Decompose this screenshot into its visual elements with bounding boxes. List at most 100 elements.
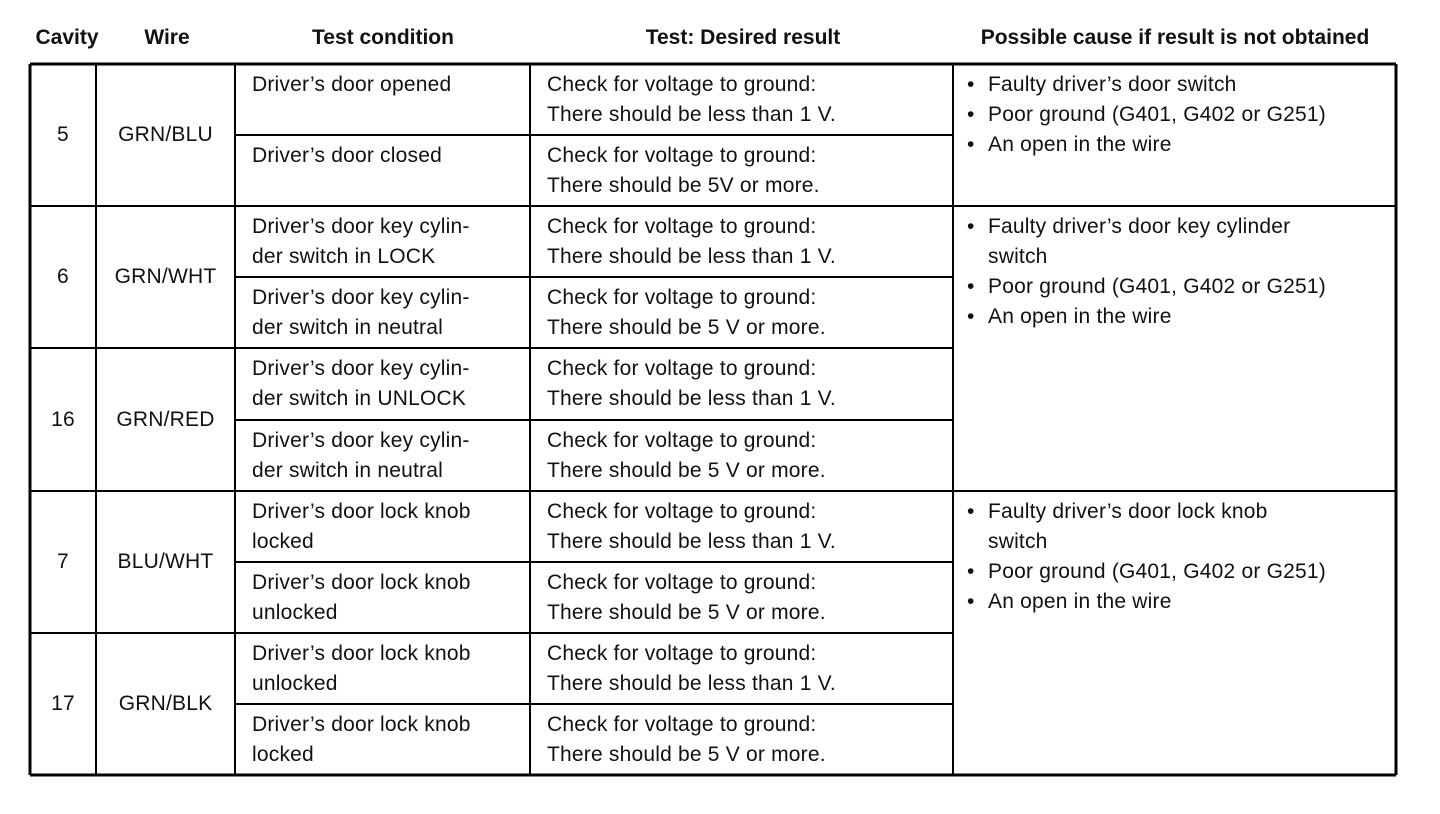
wire-cell: GRN/BLK [118, 692, 213, 715]
header-possible-cause: Possible cause if result is not obtained [980, 26, 1370, 49]
condition-line: Driver’s door opened [252, 73, 452, 96]
bullet: • [967, 73, 975, 96]
condition-line: der switch in neutral [252, 316, 443, 339]
test-condition-cell: Driver’s door lock knob locked [235, 491, 530, 562]
bullet: • [967, 560, 975, 583]
possible-cause-cell: • Faulty driver’s door switch • Poor gro… [953, 64, 1396, 206]
result-line: There should be less than 1 V. [547, 530, 836, 553]
header-wire: Wire [144, 26, 190, 49]
bullet: • [967, 500, 975, 523]
cavity-cell: 16 [51, 407, 75, 431]
result-line: There should be less than 1 V. [547, 103, 836, 126]
condition-line: Driver’s door key cylin- [252, 429, 470, 452]
result-line: Check for voltage to ground: [547, 215, 817, 238]
condition-line: Driver’s door lock knob [252, 571, 471, 594]
cavity-cell: 17 [51, 692, 75, 715]
condition-line: der switch in LOCK [252, 245, 436, 268]
cause-line: Faulty driver’s door switch [988, 73, 1237, 96]
result-line: There should be less than 1 V. [547, 387, 836, 410]
cavity-cell: 7 [57, 550, 69, 573]
condition-line: Driver’s door lock knob [252, 642, 471, 665]
wire-cell: BLU/WHT [117, 550, 214, 573]
possible-cause-cell: • Faulty driver’s door lock knob switch … [953, 491, 1396, 775]
cause-item: • An open in the wire [965, 130, 1396, 160]
desired-result-cell: Check for voltage to ground: There shoul… [530, 491, 953, 562]
result-line: Check for voltage to ground: [547, 500, 817, 523]
header-cavity: Cavity [35, 26, 99, 49]
test-condition-cell: Driver’s door key cylin- der switch in U… [235, 348, 530, 420]
desired-result-cell: Check for voltage to ground: There shoul… [530, 277, 953, 348]
result-line: There should be less than 1 V. [547, 672, 836, 695]
result-line: There should be less than 1 V. [547, 245, 836, 268]
cause-list: • Faulty driver’s door key cylinder swit… [965, 212, 1396, 332]
cause-line: An open in the wire [988, 590, 1172, 613]
test-condition-cell: Driver’s door lock knob locked [235, 704, 530, 775]
test-condition-cell: Driver’s door lock knob unlocked [235, 562, 530, 633]
cause-line: Poor ground (G401, G402 or G251) [988, 275, 1326, 298]
cause-line: Poor ground (G401, G402 or G251) [988, 560, 1326, 583]
bullet: • [967, 275, 975, 298]
result-line: Check for voltage to ground: [547, 571, 817, 594]
cause-list: • Faulty driver’s door lock knob switch … [965, 497, 1396, 617]
cause-item: • Faulty driver’s door lock knob switch [965, 497, 1396, 557]
bullet: • [967, 305, 975, 328]
test-condition-cell: Driver’s door lock knob unlocked [235, 633, 530, 704]
result-line: Check for voltage to ground: [547, 357, 817, 380]
cause-line: Faulty driver’s door lock knob [988, 500, 1268, 523]
cause-line: An open in the wire [988, 305, 1172, 328]
test-condition-cell: Driver’s door key cylin- der switch in n… [235, 420, 530, 491]
cause-item: • Poor ground (G401, G402 or G251) [965, 100, 1396, 130]
cause-item: • An open in the wire [965, 587, 1396, 617]
cause-line: Faulty driver’s door key cylinder [988, 215, 1291, 238]
result-line: There should be 5 V or more. [547, 601, 826, 624]
condition-line: der switch in UNLOCK [252, 387, 467, 410]
result-line: There should be 5 V or more. [547, 743, 826, 766]
cause-list: • Faulty driver’s door switch • Poor gro… [965, 70, 1396, 160]
condition-line: locked [252, 530, 314, 553]
desired-result-cell: Check for voltage to ground: There shoul… [530, 64, 953, 135]
result-line: Check for voltage to ground: [547, 429, 817, 452]
desired-result-cell: Check for voltage to ground: There shoul… [530, 135, 953, 206]
condition-line: Driver’s door key cylin- [252, 286, 470, 309]
desired-result-cell: Check for voltage to ground: There shoul… [530, 633, 953, 704]
cause-line: switch [988, 530, 1048, 553]
cause-item: • An open in the wire [965, 302, 1396, 332]
bullet: • [967, 590, 975, 613]
result-line: Check for voltage to ground: [547, 286, 817, 309]
test-condition-cell: Driver’s door key cylin- der switch in n… [235, 277, 530, 348]
condition-line: unlocked [252, 672, 338, 695]
cause-item: • Poor ground (G401, G402 or G251) [965, 557, 1396, 587]
result-line: Check for voltage to ground: [547, 144, 817, 167]
desired-result-cell: Check for voltage to ground: There shoul… [530, 420, 953, 491]
test-condition-cell: Driver’s door key cylin- der switch in L… [235, 206, 530, 277]
condition-line: Driver’s door lock knob [252, 713, 471, 736]
possible-cause-cell: • Faulty driver’s door key cylinder swit… [953, 206, 1396, 491]
condition-line: Driver’s door key cylin- [252, 357, 470, 380]
cavity-cell: 5 [57, 123, 69, 146]
test-condition-cell: Driver’s door closed [235, 135, 530, 206]
result-line: There should be 5 V or more. [547, 459, 826, 482]
result-line: There should be 5 V or more. [547, 316, 826, 339]
wire-cell: GRN/WHT [114, 265, 217, 288]
cause-item: • Poor ground (G401, G402 or G251) [965, 272, 1396, 302]
wire-cell: GRN/BLU [118, 123, 213, 146]
result-line: Check for voltage to ground: [547, 73, 817, 96]
condition-line: Driver’s door key cylin- [252, 215, 470, 238]
cause-item: • Faulty driver’s door switch [965, 70, 1396, 100]
cavity-cell: 6 [57, 265, 69, 288]
cause-item: • Faulty driver’s door key cylinder swit… [965, 212, 1396, 272]
desired-result-cell: Check for voltage to ground: There shoul… [530, 206, 953, 277]
cause-line: Poor ground (G401, G402 or G251) [988, 103, 1326, 126]
result-line: Check for voltage to ground: [547, 642, 817, 665]
bullet: • [967, 215, 975, 238]
desired-result-cell: Check for voltage to ground: There shoul… [530, 562, 953, 633]
desired-result-cell: Check for voltage to ground: There shoul… [530, 704, 953, 775]
condition-line: unlocked [252, 601, 338, 624]
header-desired-result: Test: Desired result [645, 26, 841, 49]
condition-line: Driver’s door closed [252, 144, 442, 167]
desired-result-cell: Check for voltage to ground: There shoul… [530, 348, 953, 420]
cause-line: An open in the wire [988, 133, 1172, 156]
result-line: There should be 5V or more. [547, 174, 820, 197]
header-test-condition: Test condition [312, 26, 454, 49]
